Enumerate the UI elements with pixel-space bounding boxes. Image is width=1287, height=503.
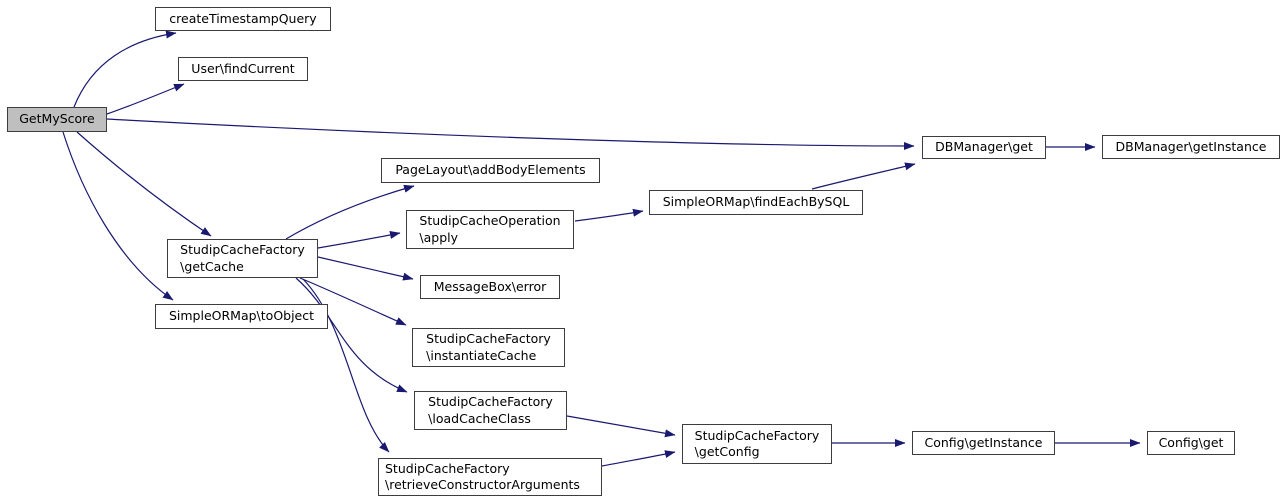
edge-studipcachefactory-getcache-to-studipcachefactory-instantiatecache xyxy=(299,277,407,326)
node-studipcachefactory-loadcacheclass[interactable]: StudipCacheFactory \loadCacheClass xyxy=(414,391,567,430)
edge-getmyscore-to-simpleormap-toobject xyxy=(62,131,174,301)
edge-studipcachefactory-getcache-to-studipcacheoperation-apply xyxy=(317,231,401,249)
node-config-get[interactable]: Config\get xyxy=(1147,431,1235,455)
node-simpleormap-findeachbysql[interactable]: SimpleORMap\findEachBySQL xyxy=(649,190,863,215)
edge-studipcachefactory-getcache-to-messagebox-error xyxy=(317,256,414,281)
node-dbmanager-get[interactable]: DBManager\get xyxy=(922,136,1046,159)
edge-getmyscore-to-studipcachefactory-getcache xyxy=(76,131,212,237)
node-studipcacheoperation-apply[interactable]: StudipCacheOperation \apply xyxy=(406,210,574,249)
edge-simpleormap-findeachbysql-to-dbmanager-get xyxy=(811,162,916,190)
edge-studipcachefactory-loadcacheclass-to-studipcachefactory-getconfig xyxy=(566,415,676,438)
edge-studipcachefactory-getcache-to-studipcachefactory-loadcacheclass xyxy=(295,277,408,393)
node-getmyscore[interactable]: GetMyScore xyxy=(7,107,107,132)
node-createtimestampquery[interactable]: createTimestampQuery xyxy=(155,7,331,31)
node-pagelayout-addbodyelements[interactable]: PageLayout\addBodyElements xyxy=(381,158,600,183)
node-dbmanager-getinstance[interactable]: DBManager\getInstance xyxy=(1102,135,1280,159)
node-studipcachefactory-instantiatecache[interactable]: StudipCacheFactory \instantiateCache xyxy=(412,328,565,367)
edge-studipcachefactory-getcache-to-pagelayout-addbodyelements xyxy=(285,184,415,240)
edge-studipcachefactory-retrieveconstructorarguments-to-studipcachefactory-getconfig xyxy=(601,450,676,467)
node-messagebox-error[interactable]: MessageBox\error xyxy=(420,275,560,299)
node-studipcachefactory-getconfig[interactable]: StudipCacheFactory \getConfig xyxy=(682,424,832,464)
node-config-getinstance[interactable]: Config\getInstance xyxy=(912,431,1055,455)
edge-studipcacheoperation-apply-to-simpleormap-findeachbysql xyxy=(574,208,644,222)
edge-getmyscore-to-createtimestampquery xyxy=(73,30,177,108)
node-simpleormap-toobject[interactable]: SimpleORMap\toObject xyxy=(155,304,328,329)
node-studipcachefactory-getcache[interactable]: StudipCacheFactory \getCache xyxy=(167,239,318,278)
node-studipcachefactory-retrieveconstructorarguments[interactable]: StudipCacheFactory \retrieveConstructorA… xyxy=(378,458,602,496)
edge-getmyscore-to-user-findcurrent xyxy=(106,83,185,115)
node-user-findcurrent[interactable]: User\findCurrent xyxy=(178,57,308,81)
edge-studipcachefactory-getcache-to-studipcachefactory-retrieveconstructorarguments xyxy=(302,278,390,453)
edge-getmyscore-to-dbmanager-get xyxy=(106,118,915,150)
